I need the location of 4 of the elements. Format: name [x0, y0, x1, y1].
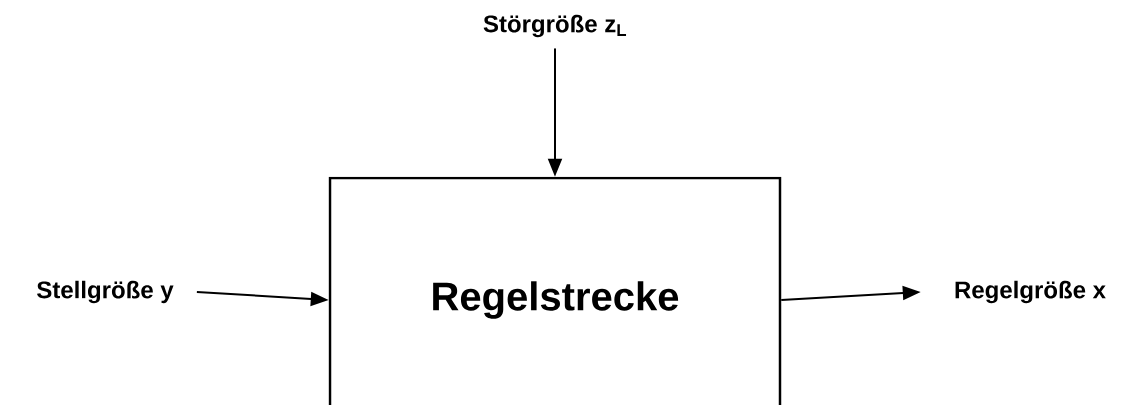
- signal-label: Regelgröße x: [955, 280, 1106, 304]
- signal-label: Störgröße z$_{L}$: [483, 14, 627, 38]
- process-box: Regelstrecke: [328, 176, 782, 405]
- signal-label: Stellgröße y: [37, 280, 174, 304]
